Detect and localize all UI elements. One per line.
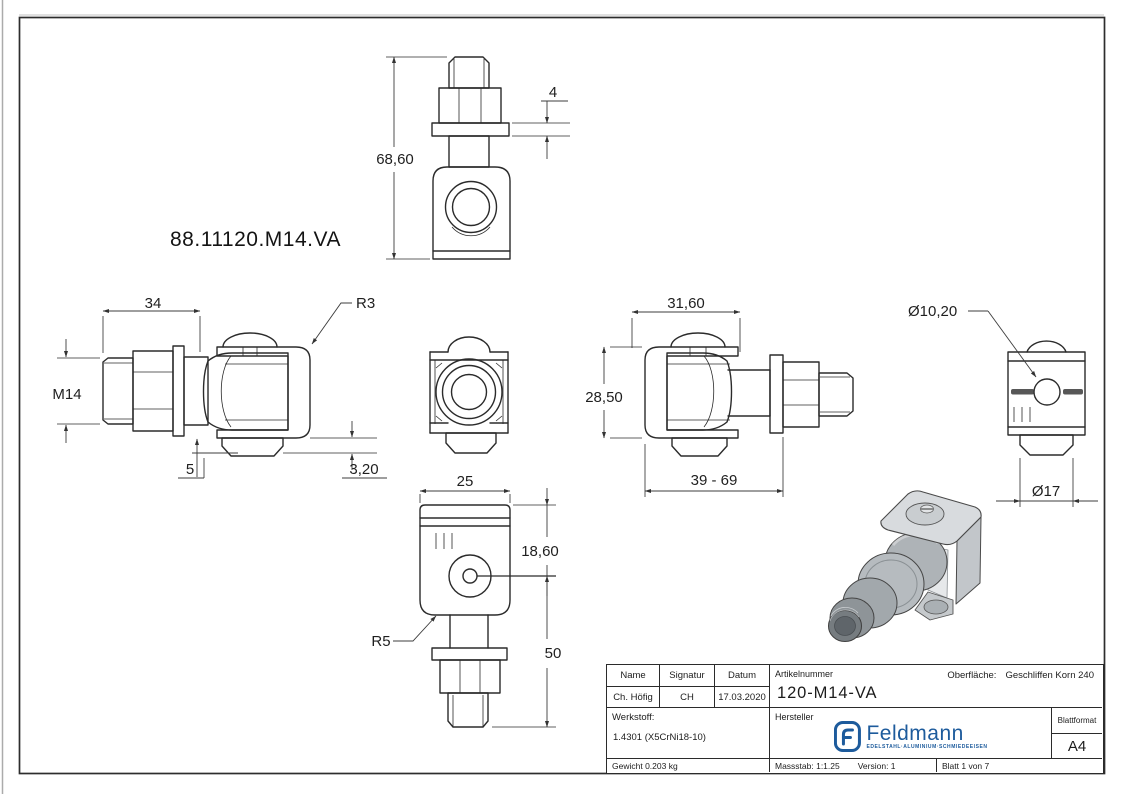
feldmann-logo: Feldmann EDELSTAHL·ALUMINIUM·SCHMIEDEEIS… <box>833 721 987 752</box>
manufacturer-cell: Hersteller Feldmann EDELSTAHL·ALUMINIUM·… <box>770 708 1052 759</box>
version-value: Version: 1 <box>857 760 896 771</box>
side-view-left: 34 M14 R3 5 3,20 <box>52 295 387 479</box>
scale-cell: Massstab: 1:1.25 Version: 1 <box>770 759 937 772</box>
article-number-label: Artikelnummer <box>775 669 834 679</box>
dim-hex-diameter: Ø17 <box>1032 483 1060 500</box>
drawing-date: 17.03.2020 <box>715 687 770 708</box>
dim-radius-r5: R5 <box>371 633 390 650</box>
article-number-cell: Artikelnummer Oberfläche: Geschliffen Ko… <box>770 665 1102 708</box>
top-down-view: 25 18,60 50 R5 <box>371 473 562 728</box>
dim-plate-thickness: 3,20 <box>349 461 378 478</box>
engraving-mark-right <box>1063 389 1083 395</box>
dim-bolt-length: 34 <box>145 295 162 312</box>
logo-brand-text: Feldmann <box>866 721 964 745</box>
side-view-right: 31,60 28,50 39 - 69 <box>585 295 854 497</box>
dim-shaft-length: 50 <box>545 645 562 662</box>
dim-body-width: 25 <box>457 473 474 490</box>
dim-washer-thickness: 4 <box>549 84 557 101</box>
dim-bracket-width: 31,60 <box>667 295 705 312</box>
part-number: 88.11120.M14.VA <box>170 228 341 251</box>
surface-value: Geschliffen Korn 240 <box>1005 670 1094 681</box>
sheet-format-value: A4 <box>1067 738 1087 755</box>
front-elevation-view: 68,60 4 <box>376 56 570 260</box>
logo-tagline: EDELSTAHL·ALUMINIUM·SCHMIEDEEISEN <box>866 744 988 751</box>
titleblock-header-name: Name <box>607 665 660 687</box>
material-label: Werkstoff: <box>612 712 655 723</box>
dim-hole-offset: 18,60 <box>521 543 559 560</box>
isometric-view <box>828 490 982 642</box>
dim-thread: M14 <box>52 386 81 403</box>
dome-screw-head <box>905 502 945 526</box>
dim-hole-diameter: Ø10,20 <box>908 303 957 320</box>
drawing-border <box>18 16 1106 775</box>
titleblock-header-datum: Datum <box>715 665 770 687</box>
manufacturer-label: Hersteller <box>775 712 814 722</box>
feldmann-logo-icon <box>833 721 861 752</box>
dim-radius-r3: R3 <box>356 295 375 312</box>
weight-value: Gewicht 0.203 kg <box>607 759 770 772</box>
engraving-mark-left <box>1011 389 1034 395</box>
surface-label: Oberfläche: <box>947 670 997 681</box>
author-name: Ch. Höfig <box>607 687 660 708</box>
titleblock-header-signatur: Signatur <box>660 665 715 687</box>
dim-adjust-range: 39 - 69 <box>691 472 738 489</box>
author-signature: CH <box>660 687 715 708</box>
dim-offset-5: 5 <box>186 461 194 478</box>
article-number-value: 120-M14-VA <box>777 684 878 702</box>
scale-value: Massstab: 1:1.25 <box>775 760 840 771</box>
material-value: 1.4301 (X5CrNi18-10) <box>613 732 706 743</box>
front-axial-view <box>429 336 509 454</box>
sheet-format-cell: Blattformat A4 <box>1052 708 1102 759</box>
material-cell: Werkstoff: 1.4301 (X5CrNi18-10) <box>607 708 770 759</box>
dim-bracket-height: 28,50 <box>585 389 623 406</box>
dim-overall-height: 68,60 <box>376 151 414 168</box>
sheet-number: Blatt 1 von 7 <box>942 760 990 771</box>
sheet-format-label: Blattformat <box>1052 708 1102 734</box>
title-block: Name Signatur Datum Artikelnummer Oberfl… <box>606 664 1104 774</box>
back-view: Ø10,20 Ø17 <box>908 303 1098 507</box>
